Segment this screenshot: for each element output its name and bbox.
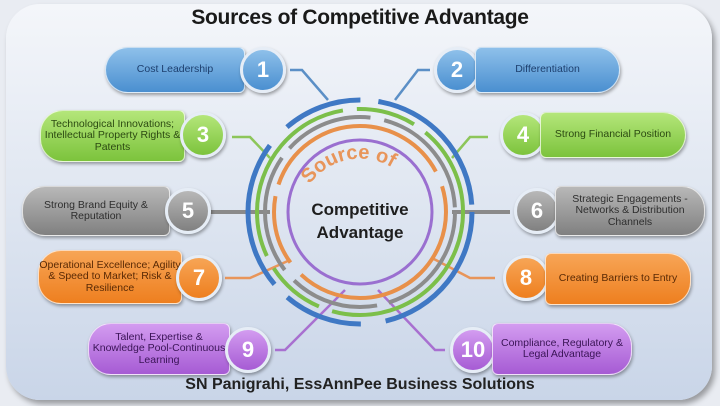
source-label-5: Strong Brand Equity & Reputation <box>22 186 170 236</box>
source-label-10: Compliance, Regulatory & Legal Advantage <box>492 323 632 375</box>
source-label-2: Differentiation <box>475 47 620 93</box>
center-label: Competitive Advantage <box>290 198 430 244</box>
source-label-6: Strategic Engagements - Networks & Distr… <box>555 186 705 236</box>
center-line-2: Advantage <box>316 223 404 242</box>
number-badge-3: 3 <box>180 112 226 158</box>
number-badge-9: 9 <box>225 327 271 373</box>
source-label-3: Technological Innovations; Intellectual … <box>40 110 185 162</box>
source-label-8: Creating Barriers to Entry <box>545 253 691 305</box>
number-badge-4: 4 <box>500 112 546 158</box>
number-badge-7: 7 <box>176 255 222 301</box>
source-label-9: Talent, Expertise & Knowledge Pool-Conti… <box>88 323 230 375</box>
number-badge-5: 5 <box>165 188 211 234</box>
center-arc-label: Source of <box>297 141 401 187</box>
source-label-4: Strong Financial Position <box>540 112 686 158</box>
number-badge-1: 1 <box>240 47 286 93</box>
center-line-1: Competitive <box>311 200 409 219</box>
diagram-title: Sources of Competitive Advantage <box>191 6 529 29</box>
footer-credit: SN Panigrahi, EssAnnPee Business Solutio… <box>185 376 535 393</box>
number-badge-10: 10 <box>450 327 496 373</box>
number-badge-6: 6 <box>514 188 560 234</box>
number-badge-2: 2 <box>434 47 480 93</box>
source-label-1: Cost Leadership <box>105 47 245 93</box>
source-label-7: Operational Excellence; Agility & Speed … <box>38 250 182 304</box>
number-badge-8: 8 <box>503 255 549 301</box>
